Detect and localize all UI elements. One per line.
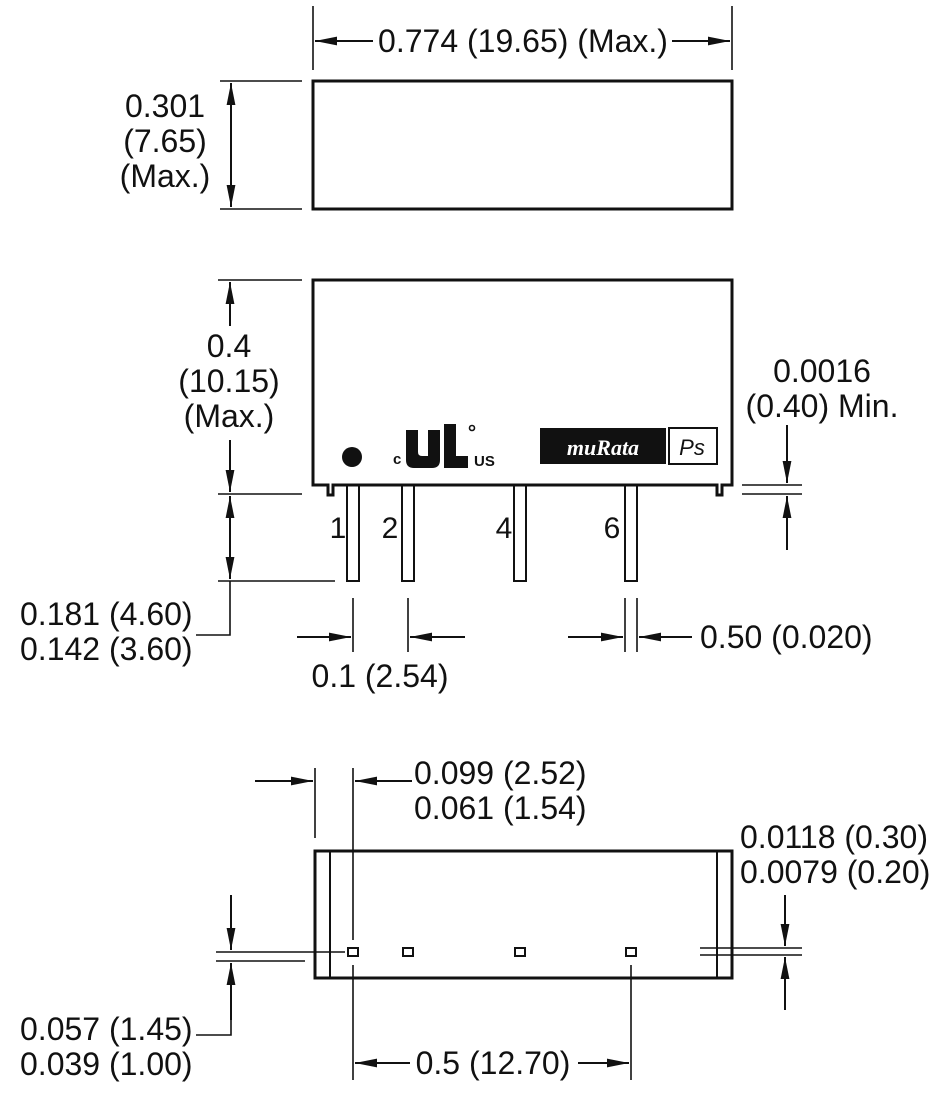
murata-logo-box xyxy=(540,428,666,464)
pin-width-label: 0.50 (0.020) xyxy=(700,619,873,655)
offset-label-line1: 0.099 (2.52) xyxy=(414,755,587,791)
pad-height-label-line2: 0.039 (1.00) xyxy=(20,1046,193,1082)
height-label-line2: (7.65) xyxy=(123,123,207,159)
pad-6 xyxy=(625,947,637,957)
span-label: 0.5 (12.70) xyxy=(416,1045,571,1081)
ul-l-shape xyxy=(444,424,468,468)
registered-icon xyxy=(468,424,476,432)
ul-us-label: US xyxy=(474,453,495,470)
ul-u-shape xyxy=(406,430,440,468)
width-label: 0.774 (19.65) (Max.) xyxy=(378,23,668,59)
pad-height-leader xyxy=(196,1020,232,1036)
pin-4 xyxy=(513,484,527,582)
height-label-line3: (Max.) xyxy=(120,158,211,194)
pin-4-label: 4 xyxy=(496,512,513,545)
pin-1-dot-icon xyxy=(342,447,362,467)
ul-mark-icon: c US xyxy=(393,424,495,470)
side-view: 1 2 4 6 c US muRata Ps 0.4 (10.15) (Max.… xyxy=(20,278,899,694)
side-height-label-line1: 0.4 xyxy=(207,328,251,364)
pad-4 xyxy=(514,947,526,957)
pad-height-label-line1: 0.057 (1.45) xyxy=(20,1011,193,1047)
pin-length-label-line1: 0.181 (4.60) xyxy=(20,596,193,632)
bottom-view: 0.099 (2.52) 0.061 (1.54) 0.057 (1.45) 0… xyxy=(20,755,930,1082)
pin-2-label: 2 xyxy=(382,512,399,545)
pin-1 xyxy=(346,484,360,582)
pin-1-label: 1 xyxy=(330,512,347,545)
ps-logo-text: Ps xyxy=(679,435,705,460)
thickness-label-line1: 0.0118 (0.30) xyxy=(740,819,928,855)
thickness-label-line2: 0.0079 (0.20) xyxy=(740,854,930,890)
pin-2 xyxy=(401,484,415,582)
standoff-label-line2: (0.40) Min. xyxy=(746,388,899,424)
bottom-view-body xyxy=(313,849,734,980)
pin-length-label-line2: 0.142 (3.60) xyxy=(20,631,193,667)
pin-6 xyxy=(624,484,638,582)
offset-label-line2: 0.061 (1.54) xyxy=(414,790,587,826)
pad-1 xyxy=(347,947,359,957)
murata-logo: muRata Ps xyxy=(540,427,718,465)
side-height-label-line3: (Max.) xyxy=(184,398,275,434)
pin-6-label: 6 xyxy=(604,512,621,545)
ps-logo-box xyxy=(668,427,718,465)
murata-brand-text: muRata xyxy=(567,435,639,460)
height-label-line1: 0.301 xyxy=(125,88,205,124)
top-view: 0.774 (19.65) (Max.) 0.301 (7.65) (Max.) xyxy=(120,6,734,211)
standoff-label-line1: 0.0016 xyxy=(773,353,871,389)
pin-length-leader xyxy=(196,581,231,636)
top-view-body xyxy=(311,79,734,211)
pad-2 xyxy=(402,947,414,957)
side-height-label-line2: (10.15) xyxy=(178,363,279,399)
pitch-label: 0.1 (2.54) xyxy=(312,658,449,694)
ul-c-label: c xyxy=(393,451,401,468)
